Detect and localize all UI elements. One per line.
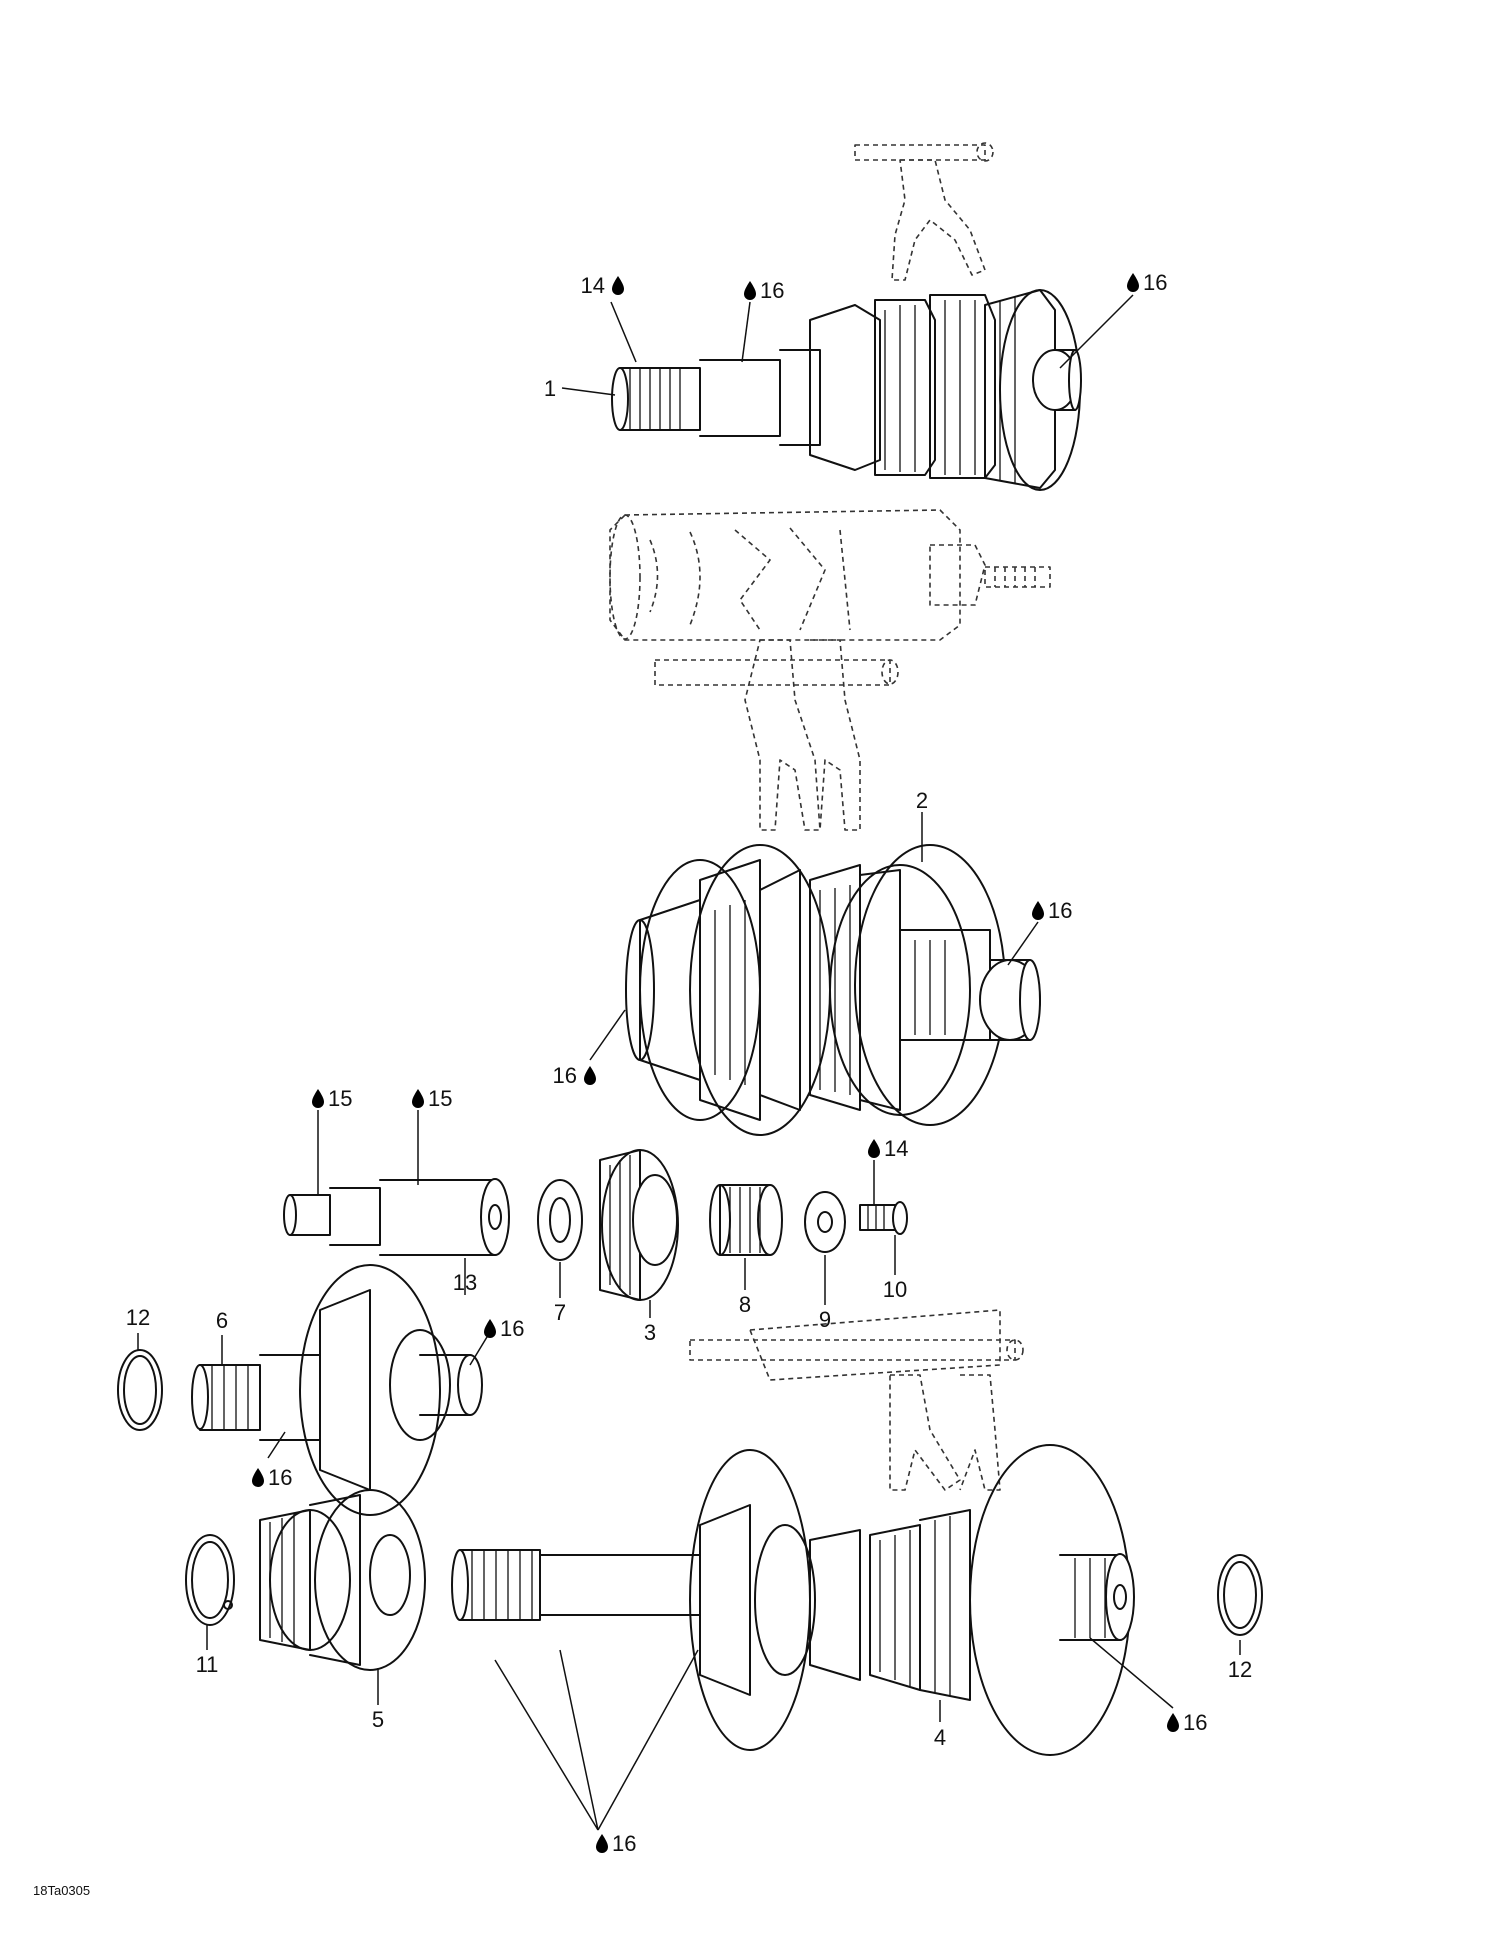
lube-ref: 16 (760, 278, 784, 303)
callout-12-right: 12 (1228, 1657, 1252, 1682)
idler-gear (599, 1149, 679, 1301)
main-shaft-assembly (611, 289, 1082, 491)
middle-shift-forks (654, 639, 899, 831)
ring-right (1217, 1554, 1263, 1636)
shift-drum (609, 509, 1051, 641)
lube-ref: 16 (1183, 1710, 1207, 1735)
callout-3: 3 (644, 1320, 656, 1345)
part-callouts: 1 2 3 4 5 6 7 8 9 10 11 12 12 13 (126, 376, 1252, 1750)
lube-ref: 16 (612, 1831, 636, 1856)
diagram-id: 18Ta0305 (33, 1883, 90, 1898)
callout-7: 7 (554, 1300, 566, 1325)
idler-shaft (283, 1178, 510, 1256)
lube-ref: 14 (884, 1136, 908, 1161)
callout-8: 8 (739, 1292, 751, 1317)
callout-2: 2 (916, 788, 928, 813)
lube-ref: 15 (428, 1086, 452, 1111)
drive-shaft (191, 1264, 483, 1516)
upper-shift-fork (854, 142, 994, 281)
lube-ref: 16 (1143, 270, 1167, 295)
output-gear (259, 1489, 426, 1671)
lower-shift-forks (689, 1309, 1024, 1491)
thrust-washer-7 (537, 1179, 583, 1261)
circlip (185, 1534, 235, 1626)
lube-ref: 16 (553, 1063, 577, 1088)
lube-ref: 16 (268, 1465, 292, 1490)
callout-13: 13 (453, 1270, 477, 1295)
lubricant-references: 14 16 16 16 16 15 15 14 16 16 16 16 (268, 270, 1207, 1856)
screw (859, 1201, 908, 1235)
callout-5: 5 (372, 1707, 384, 1732)
lube-ref: 15 (328, 1086, 352, 1111)
thrust-washer-9 (804, 1191, 846, 1253)
output-shaft-assembly (451, 1444, 1135, 1756)
lube-ref: 16 (1048, 898, 1072, 923)
ring-left (117, 1349, 163, 1431)
callout-10: 10 (883, 1277, 907, 1302)
callout-6: 6 (216, 1308, 228, 1333)
leader-lines (137, 294, 1241, 1831)
callout-9: 9 (819, 1307, 831, 1332)
counter-shaft-gear-cluster (625, 844, 1041, 1136)
lube-ref: 14 (581, 273, 605, 298)
needle-bearing (709, 1184, 783, 1256)
lube-ref: 16 (500, 1316, 524, 1341)
callout-12-left: 12 (126, 1305, 150, 1330)
callout-11: 11 (196, 1652, 219, 1677)
callout-4: 4 (934, 1725, 946, 1750)
callout-1: 1 (544, 376, 556, 401)
